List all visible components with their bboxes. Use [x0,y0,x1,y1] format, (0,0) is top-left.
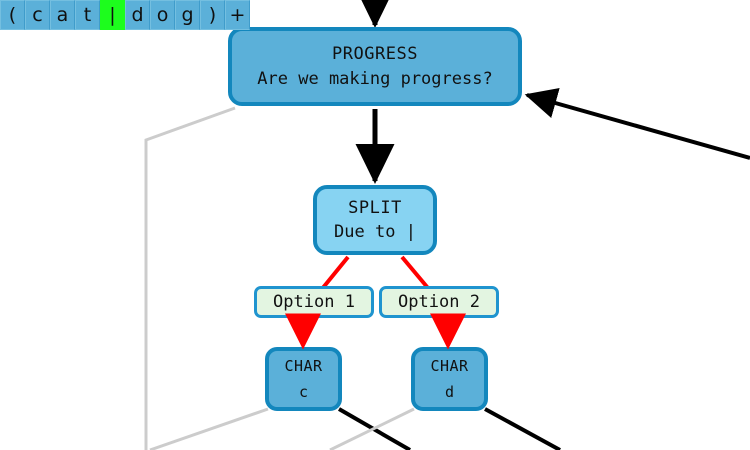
node-split[interactable]: SPLIT Due to | [313,185,437,255]
edge-label-option-2[interactable]: Option 2 [379,286,499,318]
pattern-cell[interactable]: d [125,0,150,30]
pattern-cell[interactable]: c [25,0,50,30]
edge-incoming-right [524,88,750,160]
pattern-cell[interactable]: o [150,0,175,30]
edge-progress-to-offscreen-left [144,106,236,450]
node-char-d-subtitle: d [444,383,455,401]
edge-label-option-1[interactable]: Option 1 [254,286,374,318]
node-progress[interactable]: PROGRESS Are we making progress? [228,27,522,106]
edge-char-c-left-inactive [149,407,269,450]
node-progress-title: PROGRESS [332,44,418,64]
pattern-cell[interactable]: ) [200,0,225,30]
node-char-d-title: CHAR [430,357,469,375]
node-progress-subtitle: Are we making progress? [257,69,493,89]
pattern-cell[interactable]: ( [0,0,25,30]
pattern-cell-cursor[interactable]: | [100,0,125,30]
node-split-title: SPLIT [348,198,402,218]
edge-char-d-right-active [484,407,561,450]
pattern-cell[interactable]: a [50,0,75,30]
node-char-c-subtitle: c [298,383,309,401]
pattern-cell[interactable]: + [225,0,250,30]
pattern-cell[interactable]: t [75,0,100,30]
node-char-c-title: CHAR [284,357,323,375]
pattern-cell[interactable]: g [175,0,200,30]
edge-char-d-left-inactive [329,407,415,450]
node-split-subtitle: Due to | [334,222,416,242]
